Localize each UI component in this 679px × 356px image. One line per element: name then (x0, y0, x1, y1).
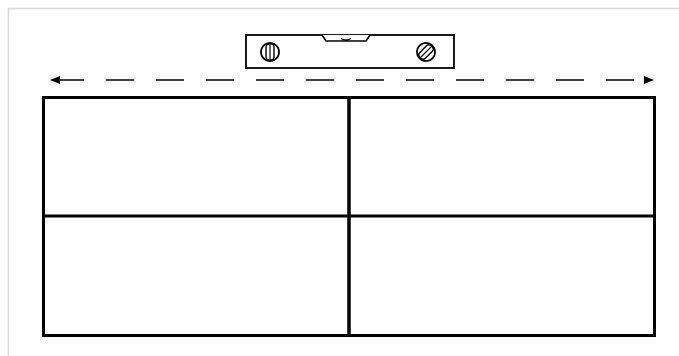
spirit-level-icon (246, 35, 454, 68)
panel-grid (44, 98, 655, 336)
double-headed-dashed-arrow-icon (50, 76, 654, 84)
arrow-right-head-icon (644, 76, 654, 84)
arrow-left-head-icon (50, 76, 60, 84)
vertical-vial-icon (261, 43, 279, 61)
